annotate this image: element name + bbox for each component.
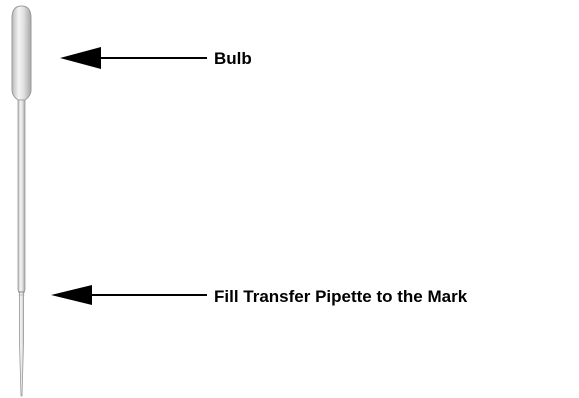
arrow-left-icon: [60, 47, 101, 69]
bulb-arrow: [60, 47, 207, 69]
fill-mark-arrow: [51, 285, 207, 305]
arrow-left-icon: [51, 285, 92, 305]
bulb-label: Bulb: [214, 49, 252, 68]
pipette-stem: [17, 99, 26, 397]
fill-mark-label: Fill Transfer Pipette to the Mark: [214, 287, 468, 306]
pipette-bulb: [11, 5, 32, 101]
transfer-pipette: [11, 5, 32, 397]
